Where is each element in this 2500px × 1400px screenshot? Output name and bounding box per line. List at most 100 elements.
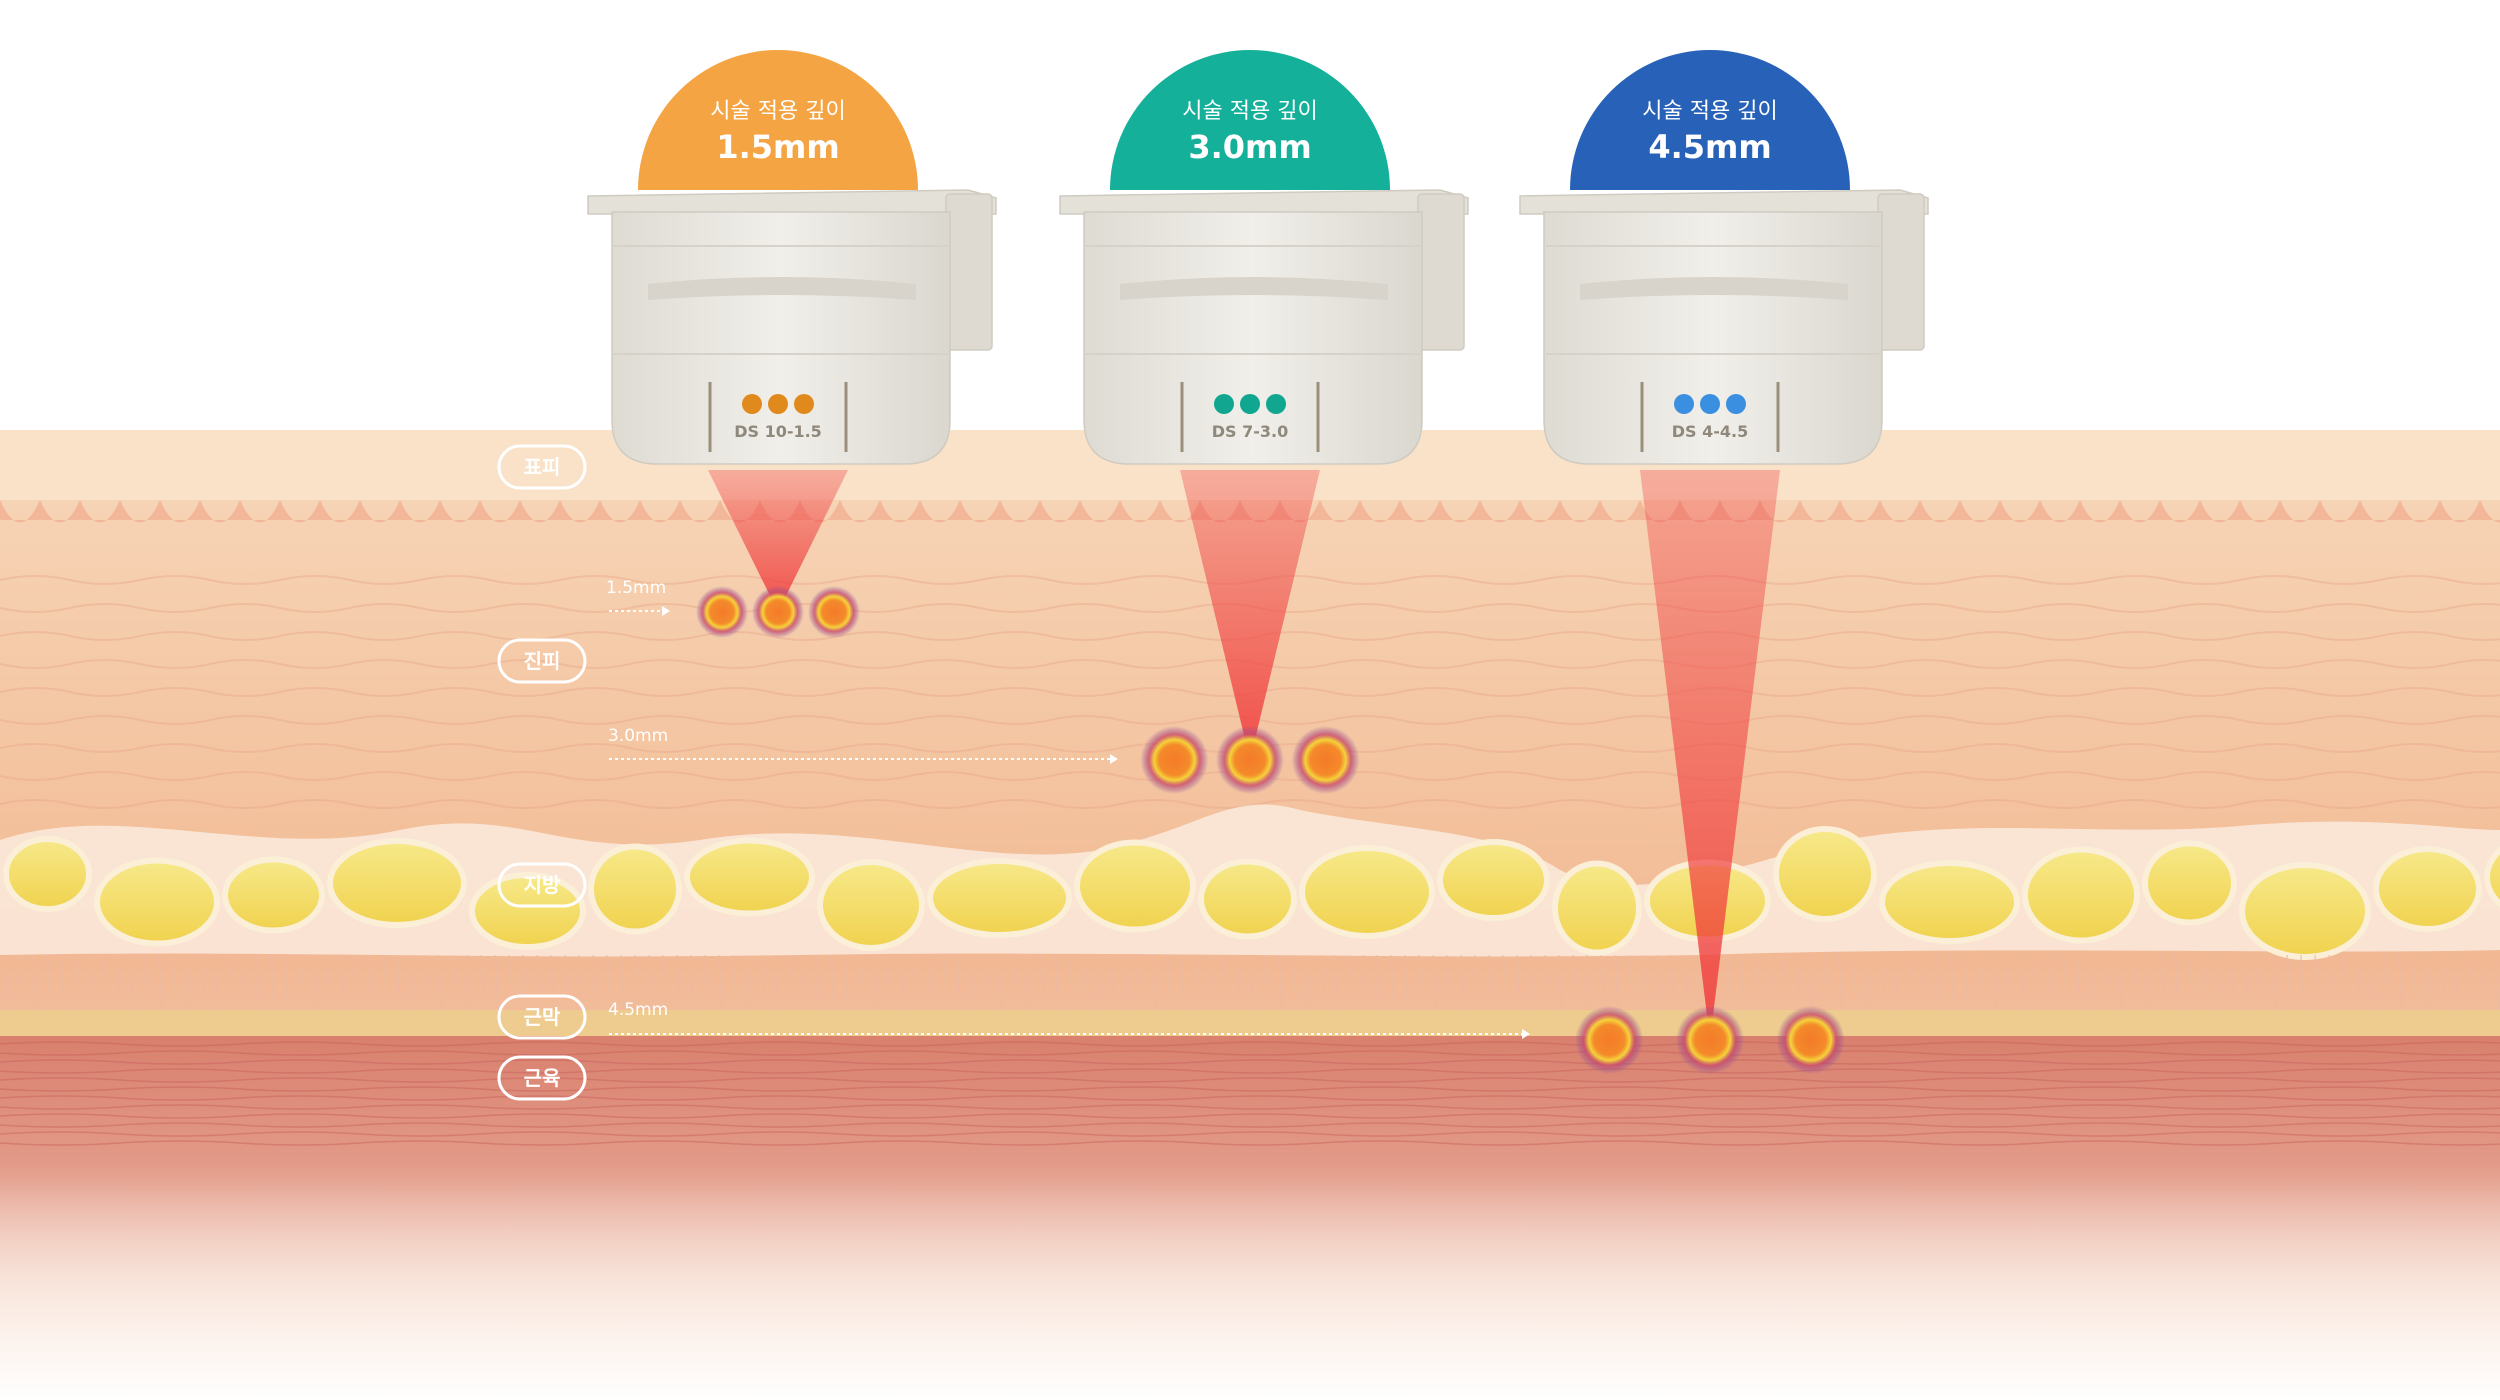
fiber-line: [200, 954, 205, 993]
fiber-line: [1670, 954, 1675, 1003]
fiber-line: [1208, 954, 1213, 1009]
fiber-line: [984, 954, 989, 1001]
fiber-line: [788, 954, 793, 989]
fiber-line: [1684, 954, 1689, 1021]
fiber-line: [998, 954, 1003, 1019]
fiber-line: [1502, 954, 1507, 987]
indicator-dot: [1266, 394, 1286, 414]
layer-label-text: 지방: [524, 873, 561, 897]
indicator-dot: [768, 394, 788, 414]
fiber-line: [2412, 954, 2417, 997]
fiber-line: [2300, 954, 2305, 1013]
fiber-line: [480, 954, 485, 993]
fiber-line: [1264, 954, 1269, 1001]
fiber-line: [550, 954, 555, 1003]
fiber-line: [1054, 954, 1059, 1011]
fat-cell: [1198, 858, 1297, 940]
fiber-line: [214, 954, 219, 1011]
fiber-line: [1628, 954, 1633, 989]
fiber-line: [578, 954, 583, 999]
fat-cell: [327, 838, 467, 928]
fiber-line: [2202, 954, 2207, 1007]
fiber-line: [452, 954, 457, 997]
fiber-line: [1586, 954, 1591, 1015]
fiber-line: [1908, 954, 1913, 989]
muscle-fibers: [0, 1041, 2500, 1146]
fiber-line: [872, 954, 877, 1017]
fiber-line: [88, 954, 93, 1009]
fiber-line: [424, 954, 429, 1001]
focal-point: [1140, 726, 1209, 794]
fiber-line: [1740, 954, 1745, 1013]
indicator-dot: [1674, 394, 1694, 414]
fiber-line: [242, 954, 247, 1007]
fiber-line: [466, 954, 471, 1015]
fiber-line: [1754, 954, 1759, 991]
dermis-line: [0, 715, 2500, 725]
cartridge-side-tab: [945, 193, 993, 351]
fiber-line: [284, 954, 289, 1021]
muscle-line: [0, 1104, 2500, 1110]
fiber-line: [1082, 954, 1087, 1007]
fiber-line: [1516, 954, 1521, 1005]
fascia-band: [0, 1010, 2500, 1038]
arrow-right-icon: [1522, 1029, 1530, 1039]
fiber-line: [2188, 954, 2193, 989]
fiber-line: [4, 954, 9, 1021]
cartridge-groove: [1580, 277, 1848, 300]
fiber-line: [942, 954, 947, 987]
fiber-line: [1180, 954, 1185, 1013]
fiber-line: [802, 954, 807, 1007]
fiber-line: [774, 954, 779, 1011]
fiber-line: [1166, 954, 1171, 995]
fat-cell: [817, 859, 925, 951]
fiber-line: [1544, 954, 1549, 1001]
fat-cells: [3, 826, 2500, 960]
fiber-line: [326, 954, 331, 995]
fat-cell: [927, 858, 1072, 938]
fiber-line: [1236, 954, 1241, 1005]
fat-cell: [1773, 826, 1877, 922]
fiber-line: [2006, 954, 2011, 995]
fiber-line: [914, 954, 919, 991]
fiber-line: [2356, 954, 2361, 1005]
fiber-line: [1558, 954, 1563, 1019]
fiber-line: [1614, 954, 1619, 1011]
depth-badge: [1110, 50, 1390, 190]
fiber-line: [760, 954, 765, 993]
layer-label-muscle: 근육: [497, 1055, 587, 1101]
fiber-line: [1992, 954, 1997, 1017]
depth-badge-caption: 시술 적용 깊이: [1642, 99, 1777, 124]
fiber-line: [676, 954, 681, 1005]
fiber-line: [186, 954, 191, 1015]
muscle-line: [0, 1041, 2500, 1047]
fiber-line: [2426, 954, 2431, 1015]
fiber-line: [46, 954, 51, 995]
fiber-line: [1194, 954, 1199, 991]
cartridge-lid: [1519, 189, 1929, 215]
fiber-line: [228, 954, 233, 989]
fiber-line: [900, 954, 905, 1013]
cartridge-body: [1543, 211, 1883, 465]
focal-point: [1291, 726, 1360, 794]
focal-point: [1575, 1006, 1644, 1074]
fiber-line: [1418, 954, 1423, 999]
fiber-line: [74, 954, 79, 991]
depth-marker-label: 3.0mm: [608, 726, 668, 746]
fiber-line: [2160, 954, 2165, 993]
muscle-line: [0, 1059, 2500, 1065]
depth-badge-caption: 시술 적용 깊이: [1182, 99, 1317, 124]
muscle-line: [0, 1068, 2500, 1074]
layer-label-epidermis: 표피: [497, 444, 587, 490]
fiber-line: [396, 954, 401, 1005]
fiber-line: [1348, 954, 1353, 989]
fiber-line: [438, 954, 443, 1019]
fiber-line: [2132, 954, 2137, 997]
fiber-line: [172, 954, 177, 997]
fiber-line: [1390, 954, 1395, 1003]
depth-markers: 1.5mm 3.0mm 4.5mm: [606, 578, 1530, 1039]
fiber-line: [2342, 954, 2347, 987]
fiber-line: [2328, 954, 2333, 1009]
